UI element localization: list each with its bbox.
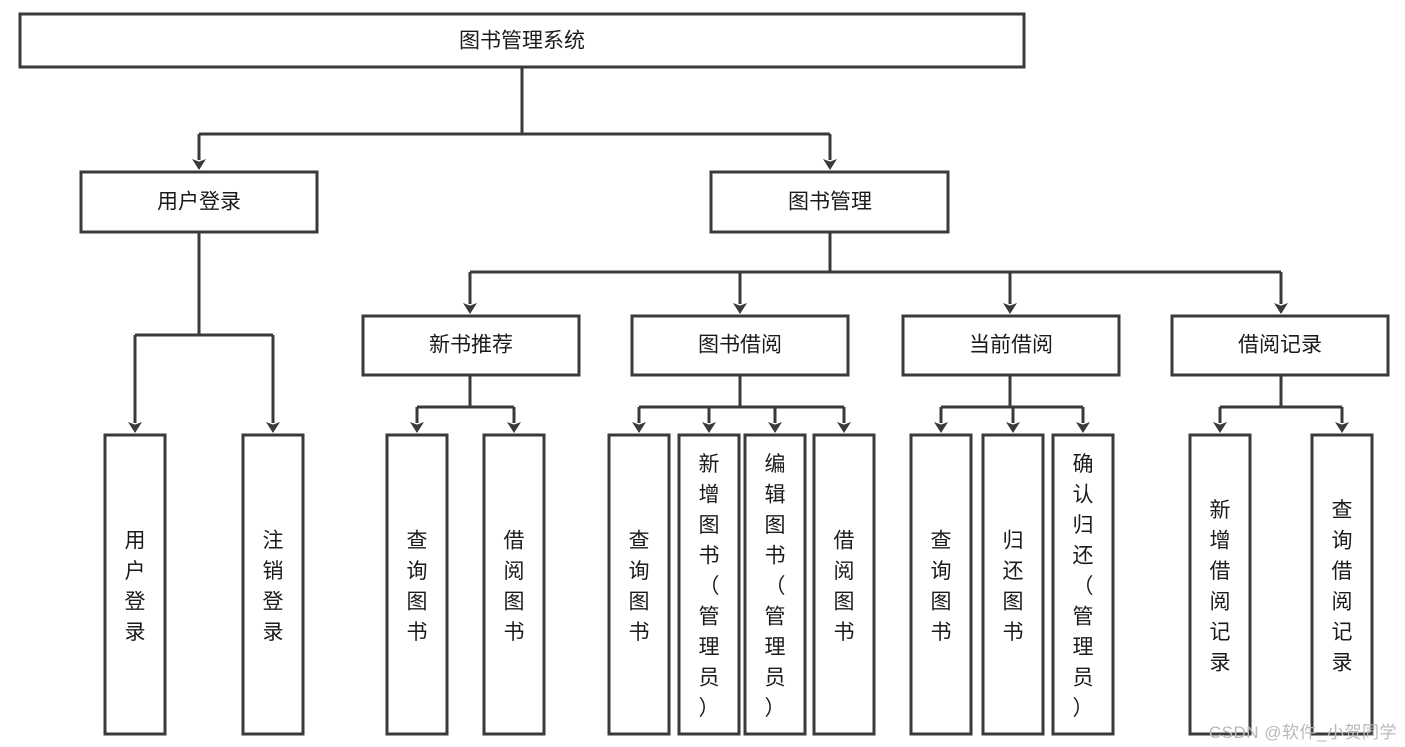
node-borrow-record[interactable]: 借阅记录 xyxy=(1170,314,1390,377)
node-user-login-label: 用户登录 xyxy=(157,191,241,214)
node-leaf-query-book-2[interactable]: 查询图书 xyxy=(607,433,671,736)
node-leaf-logout-label: 注销登录 xyxy=(263,529,284,644)
node-borrow-record-rect xyxy=(1170,314,1390,377)
node-leaf-logout-rect xyxy=(241,433,305,736)
node-leaf-return-book-rect xyxy=(981,433,1045,736)
leaf-layer: 用户登录 注销登录 查询图书 借阅图书 查询图书 新增图书（管理员） xyxy=(103,433,1374,736)
node-book-manage-label: 图书管理 xyxy=(788,191,872,214)
node-leaf-borrow-book-1-label: 借阅图书 xyxy=(504,529,525,644)
node-root[interactable]: 图书管理系统 xyxy=(18,12,1026,69)
node-new-book-rec-label: 新书推荐 xyxy=(429,334,513,357)
node-leaf-return-book[interactable]: 归还图书 xyxy=(981,433,1045,736)
node-new-book-rec-rect xyxy=(361,314,581,377)
node-leaf-edit-book-rect xyxy=(743,433,807,736)
node-leaf-add-book[interactable]: 新增图书（管理员） xyxy=(677,433,741,736)
node-root-label: 图书管理系统 xyxy=(459,30,585,53)
node-leaf-confirm-return-rect xyxy=(1051,433,1115,736)
node-book-borrow-rect xyxy=(630,314,850,377)
node-book-borrow[interactable]: 图书借阅 xyxy=(630,314,850,377)
node-leaf-add-book-label: 新增图书（管理员） xyxy=(699,453,720,720)
node-leaf-query-book-3-label: 查询图书 xyxy=(931,529,952,644)
node-leaf-query-book-2-rect xyxy=(607,433,671,736)
node-leaf-add-record-label: 新增借阅记录 xyxy=(1210,499,1231,675)
node-leaf-confirm-return-label: 确认归还（管理员） xyxy=(1073,453,1094,720)
node-leaf-borrow-book-2-rect xyxy=(812,433,876,736)
node-leaf-borrow-book-1[interactable]: 借阅图书 xyxy=(482,433,546,736)
node-leaf-add-book-rect xyxy=(677,433,741,736)
node-borrow-record-label: 借阅记录 xyxy=(1238,334,1322,357)
node-leaf-confirm-return[interactable]: 确认归还（管理员） xyxy=(1051,433,1115,736)
node-user-login[interactable]: 用户登录 xyxy=(79,170,319,234)
node-leaf-query-book-1[interactable]: 查询图书 xyxy=(385,433,449,736)
node-leaf-add-record-rect xyxy=(1188,433,1252,736)
node-leaf-borrow-book-2-label: 借阅图书 xyxy=(834,529,855,644)
node-leaf-user-login-label: 用户登录 xyxy=(125,529,146,644)
node-leaf-return-book-label: 归还图书 xyxy=(1003,529,1024,644)
node-root-rect xyxy=(18,12,1026,69)
node-leaf-user-login-rect xyxy=(103,433,167,736)
node-leaf-borrow-book-1-rect xyxy=(482,433,546,736)
node-leaf-query-book-3-rect xyxy=(909,433,973,736)
node-leaf-query-record-label: 查询借阅记录 xyxy=(1332,499,1353,675)
node-leaf-logout[interactable]: 注销登录 xyxy=(241,433,305,736)
node-new-book-rec[interactable]: 新书推荐 xyxy=(361,314,581,377)
node-leaf-query-book-2-label: 查询图书 xyxy=(629,529,650,644)
node-leaf-edit-book[interactable]: 编辑图书（管理员） xyxy=(743,433,807,736)
node-book-manage-rect xyxy=(709,170,950,234)
node-leaf-query-record-rect xyxy=(1310,433,1374,736)
node-leaf-query-record[interactable]: 查询借阅记录 xyxy=(1310,433,1374,736)
node-user-login-rect xyxy=(79,170,319,234)
node-current-borrow-label: 当前借阅 xyxy=(969,334,1053,357)
node-leaf-add-record[interactable]: 新增借阅记录 xyxy=(1188,433,1252,736)
node-leaf-borrow-book-2[interactable]: 借阅图书 xyxy=(812,433,876,736)
node-book-manage[interactable]: 图书管理 xyxy=(709,170,950,234)
node-leaf-edit-book-label: 编辑图书（管理员） xyxy=(765,453,786,720)
node-leaf-user-login[interactable]: 用户登录 xyxy=(103,433,167,736)
node-book-borrow-label: 图书借阅 xyxy=(698,334,782,357)
edge-layer xyxy=(128,67,1349,433)
node-current-borrow-rect xyxy=(901,314,1121,377)
node-leaf-query-book-3[interactable]: 查询图书 xyxy=(909,433,973,736)
node-leaf-query-book-1-rect xyxy=(385,433,449,736)
node-leaf-query-book-1-label: 查询图书 xyxy=(407,529,428,644)
node-current-borrow[interactable]: 当前借阅 xyxy=(901,314,1121,377)
